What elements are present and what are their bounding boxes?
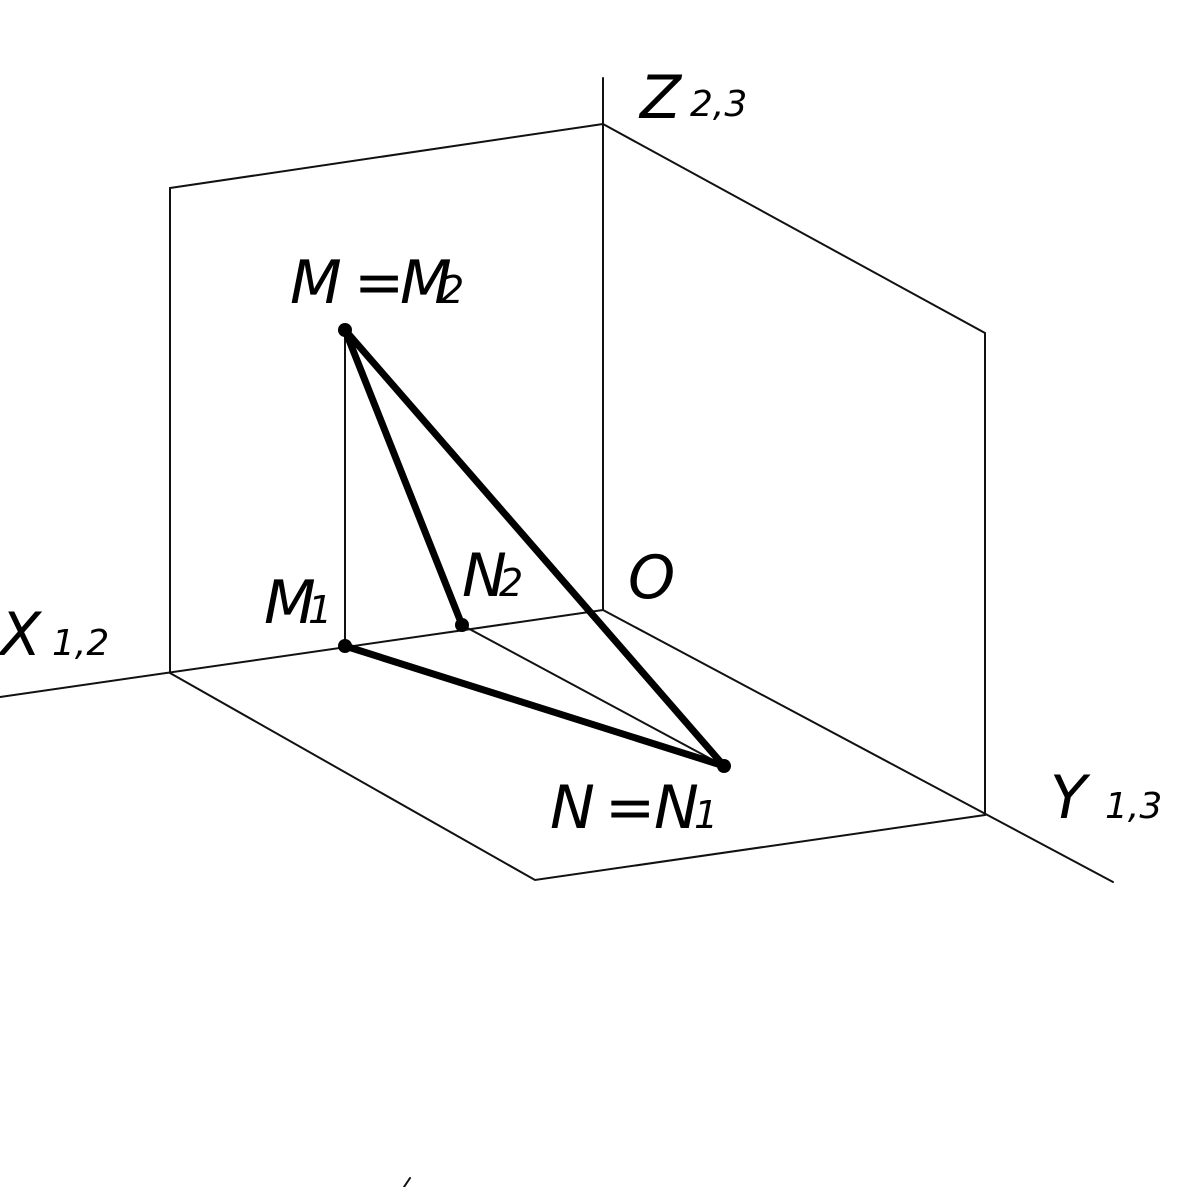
point-n-equals: = (605, 773, 655, 843)
point-n1-subscript: 1 (694, 793, 718, 837)
origin-label: O (628, 543, 675, 613)
projection-line-n2-n1 (461, 624, 725, 767)
segment-m-n (341, 326, 728, 770)
point-n2-subscript: 2 (499, 561, 523, 605)
point-m1-label: M (264, 568, 316, 638)
segment-m2-n2 (341, 326, 466, 629)
point-n-label: N (550, 773, 595, 843)
point-m-label: M (290, 248, 342, 318)
point-m1 (338, 639, 352, 653)
point-m-equals: = (354, 248, 404, 318)
x-axis-subscript: 1,2 (52, 623, 109, 664)
point-n2 (455, 618, 469, 632)
point-m1-subscript: 1 (308, 588, 332, 632)
stray-pen-mark (403, 1177, 411, 1187)
point-m2-label: M (400, 248, 452, 318)
frontal-plane-frame (169, 123, 604, 674)
horizontal-plane-frame (169, 672, 986, 882)
profile-plane-frame (602, 123, 986, 816)
z-axis-label: Z (638, 63, 683, 133)
point-n (717, 759, 731, 773)
point-n1-label: N (654, 773, 699, 843)
point-n2-label: N (462, 541, 507, 611)
point-m (338, 323, 352, 337)
y-axis-subscript: 1,3 (1105, 786, 1162, 827)
point-m2-subscript: 2 (440, 268, 464, 312)
segment-m1-n1 (341, 642, 728, 770)
x-axis (0, 609, 604, 698)
x-axis-label: X (0, 600, 43, 670)
z-axis-subscript: 2,3 (690, 84, 747, 125)
y-axis (602, 609, 1114, 883)
y-axis-label: Y (1050, 763, 1091, 833)
